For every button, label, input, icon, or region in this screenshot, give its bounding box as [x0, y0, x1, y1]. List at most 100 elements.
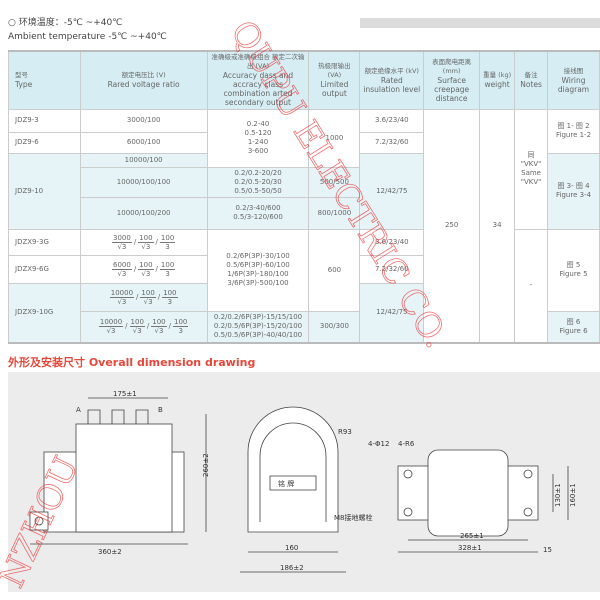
ratio-cell: 10000/100/200 — [79, 196, 208, 230]
accuracy-line: 1/6P(3P)-180/100 — [227, 270, 289, 278]
dim-186: 186±2 — [280, 564, 304, 572]
dim-265: 265±1 — [460, 532, 484, 540]
accuracy-line: 0.2/0.5-20/30 — [234, 177, 282, 186]
slash: / — [133, 237, 137, 246]
header-en: Rared voltage ratio — [107, 80, 180, 90]
limited-cell: 800/1000 — [308, 196, 361, 230]
numerator: 100 — [151, 318, 167, 328]
denominator: √3 — [106, 327, 116, 336]
denominator: √3 — [143, 297, 153, 306]
accuracy-line: 0.2/0.2/6P(3P)-15/15/100 — [213, 313, 303, 322]
slash: / — [146, 322, 150, 331]
ratio-cell: 10000/100/100 — [79, 166, 208, 198]
fraction: 100√3 — [140, 288, 156, 306]
numerator: 6000 — [111, 260, 132, 270]
accuracy-line: 3/6P(3P)-500/100 — [227, 279, 289, 287]
type-cell: JDZX9-10G — [8, 282, 81, 344]
side-view — [240, 406, 346, 573]
dim-360: 360±2 — [98, 548, 122, 556]
type-cell: JDZX9-3G — [8, 228, 81, 256]
denominator: √3 — [132, 327, 142, 336]
dim-175: 175±1 — [113, 390, 137, 398]
cell-line: 同 — [527, 151, 535, 159]
slash: / — [136, 292, 139, 301]
fraction: 100√3 — [138, 233, 154, 251]
numerator: 100 — [129, 318, 145, 328]
column-header: 重量 (kg)weight — [479, 50, 516, 110]
slash: / — [155, 237, 158, 246]
header-cn: 表面爬电距离 (mm) — [432, 57, 472, 75]
numerator: 100 — [138, 233, 154, 243]
dim-160: 160 — [285, 544, 298, 552]
accuracy-line: 1-240 — [247, 138, 269, 146]
fraction: 100√3 — [129, 318, 145, 336]
numerator: 100 — [162, 288, 178, 298]
top-view — [397, 449, 569, 553]
insulation-cell: 3.6/23/40 — [359, 228, 425, 256]
header-cn: 接线图 — [563, 66, 584, 75]
cell-line: Figure 1-2 — [556, 131, 592, 139]
creepage-cell: 250 — [423, 108, 481, 344]
column-header: 准确级或准确级组合 额定二次输出 (VA)Accuracy dass and a… — [206, 50, 310, 110]
accuracy-line: 0.5/6P(3P)-60/100 — [226, 261, 290, 269]
type-cell: JDZ9-10 — [8, 152, 81, 230]
denominator: √3 — [154, 327, 164, 336]
dim-160b: 160±1 — [569, 483, 577, 507]
accuracy-line: 0.5-120 — [244, 129, 272, 137]
cell-line: 图 1- 图 2 — [557, 122, 590, 130]
header-en: Notes — [520, 80, 542, 90]
weight-cell: 34 — [479, 108, 516, 344]
denominator: 3 — [178, 327, 183, 336]
accuracy-line: 0.5/0.5-50/50 — [234, 186, 282, 195]
column-header: 热极限输出 (VA)Limited output — [308, 50, 361, 110]
cell-line: Figure 6 — [559, 326, 588, 335]
fraction: 6000√3 — [111, 260, 132, 278]
numerator: 3000 — [111, 233, 132, 243]
fraction: 10000√3 — [109, 289, 135, 306]
accuracy-line: 0.2-40 — [246, 120, 270, 128]
column-header: 额定绝缘水平 (kV)Rated insulation level — [359, 50, 425, 110]
cell-line: "VKV" — [520, 178, 542, 186]
denominator: 3 — [167, 297, 173, 306]
type-cell: JDZX9-6G — [8, 254, 81, 284]
env-en: Ambient temperature -5℃ ~+40℃ — [8, 32, 167, 42]
slash: / — [157, 292, 161, 301]
notes-cell: 同"VKV"Same"VKV" — [514, 108, 549, 230]
cell-line: "VKV" — [520, 160, 542, 168]
slash: / — [155, 264, 158, 273]
cell-line: Figure 5 — [559, 270, 588, 278]
denominator: 3 — [165, 269, 170, 278]
insulation-cell: 7.2/32/60 — [359, 254, 425, 284]
accuracy-line: 0.2/6P(3P)-30/100 — [226, 252, 290, 260]
numerator: 100 — [140, 288, 156, 298]
insulation-cell: 12/42/75 — [359, 152, 425, 230]
denominator: √3 — [117, 297, 127, 306]
terminal-b: B — [158, 406, 163, 414]
cell-line: 图 5 — [566, 261, 581, 269]
dim-radius: 4-R6 — [398, 440, 415, 448]
fraction: 100√3 — [138, 261, 154, 278]
numerator: 10000 — [98, 318, 124, 328]
dim-15: 15 — [543, 546, 552, 554]
